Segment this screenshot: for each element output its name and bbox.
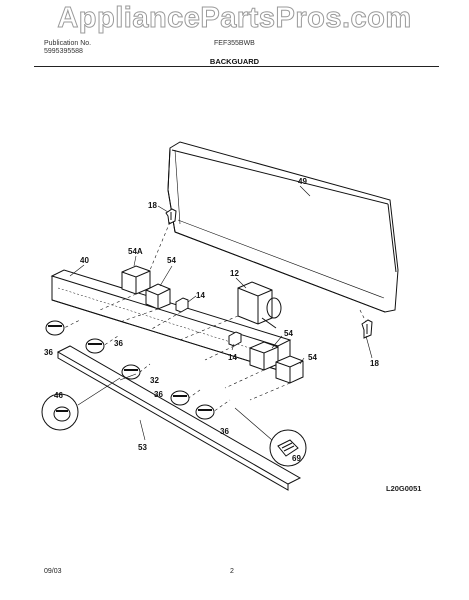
detail-circle-part-46 — [41, 377, 121, 431]
part-label-54a: 54A — [128, 247, 143, 256]
footer-date: 09/03 — [44, 568, 62, 575]
knob-part-36-b — [85, 338, 105, 354]
detail-circle-part-69 — [234, 407, 307, 467]
bracket-part-18-right — [361, 319, 373, 339]
publication-number: 5995395588 — [44, 48, 83, 55]
model-number: FEF355BWB — [214, 40, 255, 47]
part-label-54-lower: 54 — [308, 353, 317, 362]
clip-part-14-upper — [175, 297, 189, 313]
footer-page-number: 2 — [230, 568, 234, 575]
part-label-53: 53 — [138, 443, 147, 452]
publication-label: Publication No. — [44, 40, 92, 47]
part-label-36-a: 36 — [44, 348, 53, 357]
switch-part-54-lower — [275, 355, 304, 384]
switch-part-54-upper — [145, 283, 171, 310]
knob-part-36-d — [195, 404, 215, 420]
watermark-text: AppliancePartsPros.com — [57, 2, 412, 35]
assembly-guide-lines — [59, 221, 367, 415]
part-label-36-c: 36 — [154, 390, 163, 399]
trim-strip-part-53 — [56, 345, 302, 491]
section-title: BACKGUARD — [209, 57, 260, 66]
part-label-14-upper: 14 — [196, 291, 205, 300]
part-label-18-left: 18 — [148, 201, 157, 210]
knob-part-36-c — [170, 390, 190, 406]
control-panel-part-40 — [50, 269, 292, 371]
part-label-12: 12 — [230, 269, 239, 278]
part-label-14-lower: 14 — [228, 353, 237, 362]
knob-part-32 — [121, 364, 141, 380]
header-rule — [34, 66, 439, 67]
part-label-32: 32 — [150, 376, 159, 385]
part-label-54-mid: 54 — [284, 329, 293, 338]
bracket-part-18-left — [165, 208, 177, 225]
part-label-36-b: 36 — [114, 339, 123, 348]
backguard-cover-part-49 — [167, 141, 399, 313]
part-label-69: 69 — [292, 454, 301, 463]
part-label-49: 49 — [298, 177, 307, 186]
knob-part-36-a — [45, 320, 65, 336]
part-label-36-d: 36 — [220, 427, 229, 436]
clip-part-14-lower — [228, 331, 242, 347]
switch-part-54-mid — [249, 341, 279, 371]
part-label-46: 46 — [54, 391, 63, 400]
figure-code: L20G0051 — [386, 484, 422, 493]
part-label-18-right: 18 — [370, 359, 379, 368]
label-leader-lines — [69, 185, 373, 441]
clock-part-12 — [237, 281, 282, 329]
part-label-40: 40 — [80, 256, 89, 265]
part-label-54-upper: 54 — [167, 256, 176, 265]
